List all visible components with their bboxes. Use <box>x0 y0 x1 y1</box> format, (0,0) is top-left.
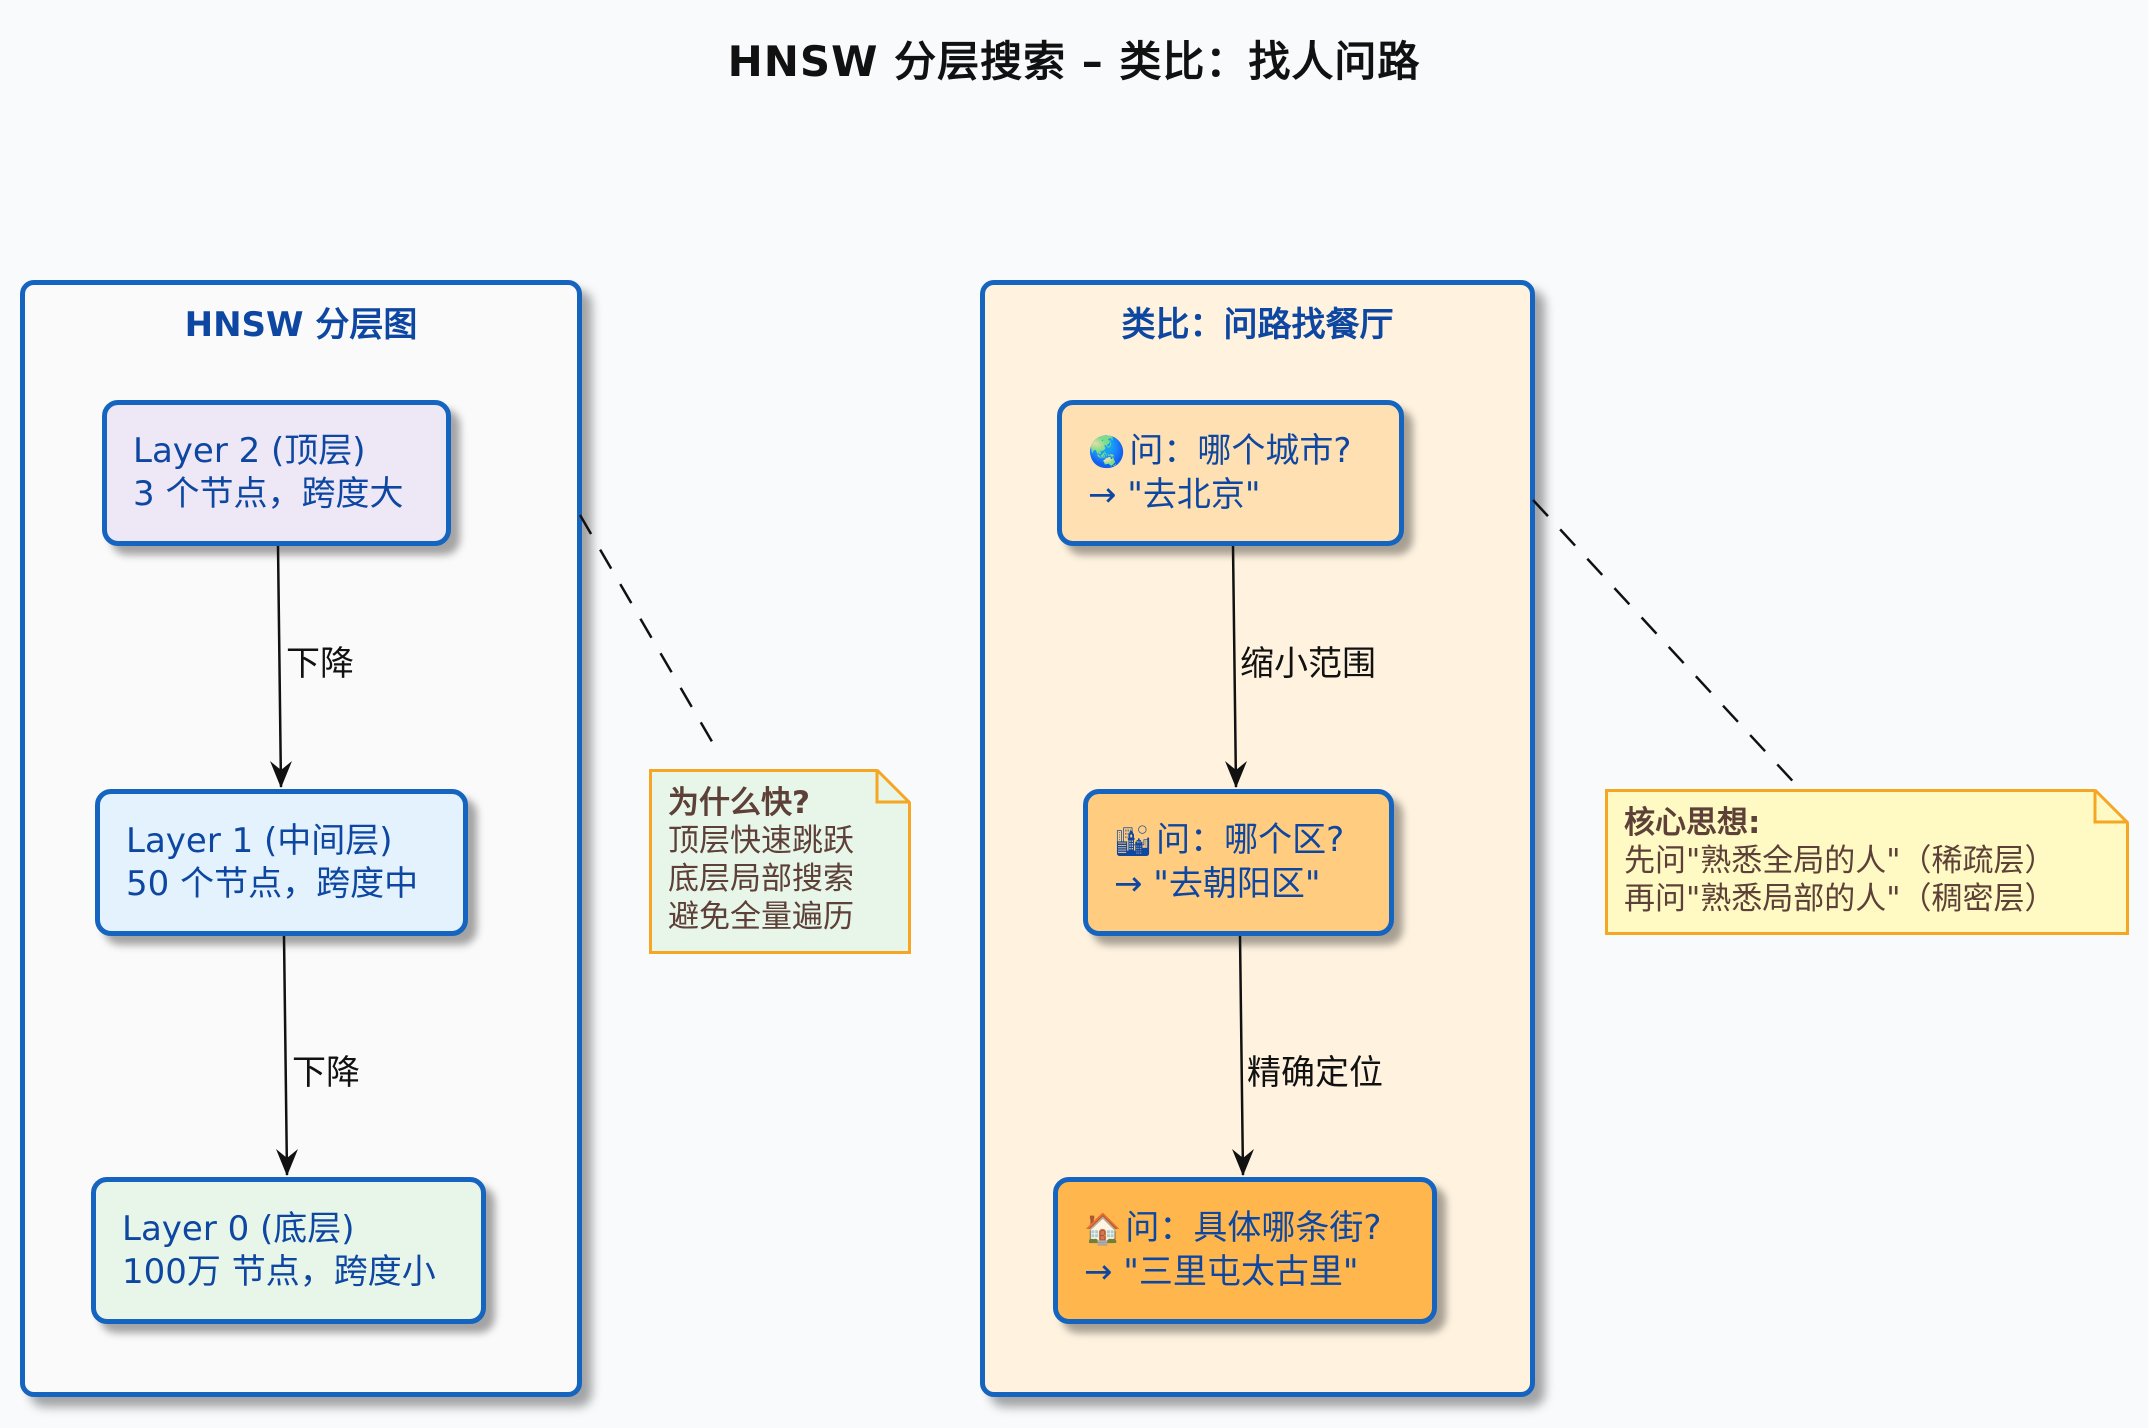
node-detail: 100万 节点，跨度小 <box>122 1251 436 1292</box>
node-answer: → "去朝阳区" <box>1114 864 1321 904</box>
note-connector-core-idea <box>1532 499 1801 790</box>
edge-label-descend-2: 下降 <box>292 1053 360 1093</box>
node-ask-city[interactable]: 🌏问：哪个城市? → "去北京" <box>1057 400 1404 546</box>
note-title: 为什么快? <box>668 785 810 821</box>
note-core-idea: 核心思想: 先问"熟悉全局的人"（稀疏层） 再问"熟悉局部的人"（稠密层） <box>1605 789 2129 935</box>
node-layer-1[interactable]: Layer 1 (中间层) 50 个节点，跨度中 <box>95 789 468 936</box>
node-detail: 50 个节点，跨度中 <box>126 863 419 904</box>
node-question: 问：具体哪条街? <box>1125 1208 1382 1248</box>
cityscape-icon: 🏙 <box>1114 824 1153 859</box>
edge-label-descend-1: 下降 <box>286 644 354 684</box>
package-title: HNSW 分层图 <box>184 305 418 345</box>
node-answer: → "去北京" <box>1088 474 1261 515</box>
globe-icon: 🌏 <box>1088 434 1126 470</box>
node-question: 问：哪个区? <box>1156 820 1345 860</box>
note-why-fast: 为什么快? 顶层快速跳跃 底层局部搜索 避免全量遍历 <box>649 769 911 954</box>
note-line: 再问"熟悉局部的人"（稠密层） <box>1624 881 2056 917</box>
note-line: 先问"熟悉全局的人"（稀疏层） <box>1624 843 2056 879</box>
edge-label-narrow-scope: 缩小范围 <box>1240 644 1376 684</box>
node-question: 问：哪个城市? <box>1129 430 1352 471</box>
node-layer-0[interactable]: Layer 0 (底层) 100万 节点，跨度小 <box>91 1177 486 1324</box>
node-ask-district[interactable]: 🏙问：哪个区? → "去朝阳区" <box>1083 789 1394 936</box>
house-icon: 🏠 <box>1084 1212 1122 1247</box>
note-line: 顶层快速跳跃 <box>668 823 854 859</box>
note-connector-why-fast <box>578 514 720 753</box>
node-title: Layer 0 (底层) <box>122 1208 355 1249</box>
note-line: 底层局部搜索 <box>668 861 854 897</box>
node-ask-street[interactable]: 🏠问：具体哪条街? → "三里屯太古里" <box>1053 1177 1437 1324</box>
package-title: 类比：问路找餐厅 <box>1121 305 1394 345</box>
note-title: 核心思想: <box>1624 805 1761 841</box>
edge-label-pinpoint: 精确定位 <box>1247 1053 1383 1093</box>
node-layer-2[interactable]: Layer 2 (顶层) 3 个节点，跨度大 <box>102 400 451 546</box>
node-title: Layer 2 (顶层) <box>133 431 366 471</box>
node-answer: → "三里屯太古里" <box>1084 1252 1359 1292</box>
note-line: 避免全量遍历 <box>668 899 854 935</box>
diagram-title: HNSW 分层搜索 – 类比：找人问路 <box>727 37 1421 86</box>
node-detail: 3 个节点，跨度大 <box>133 474 404 514</box>
node-title: Layer 1 (中间层) <box>126 820 393 861</box>
